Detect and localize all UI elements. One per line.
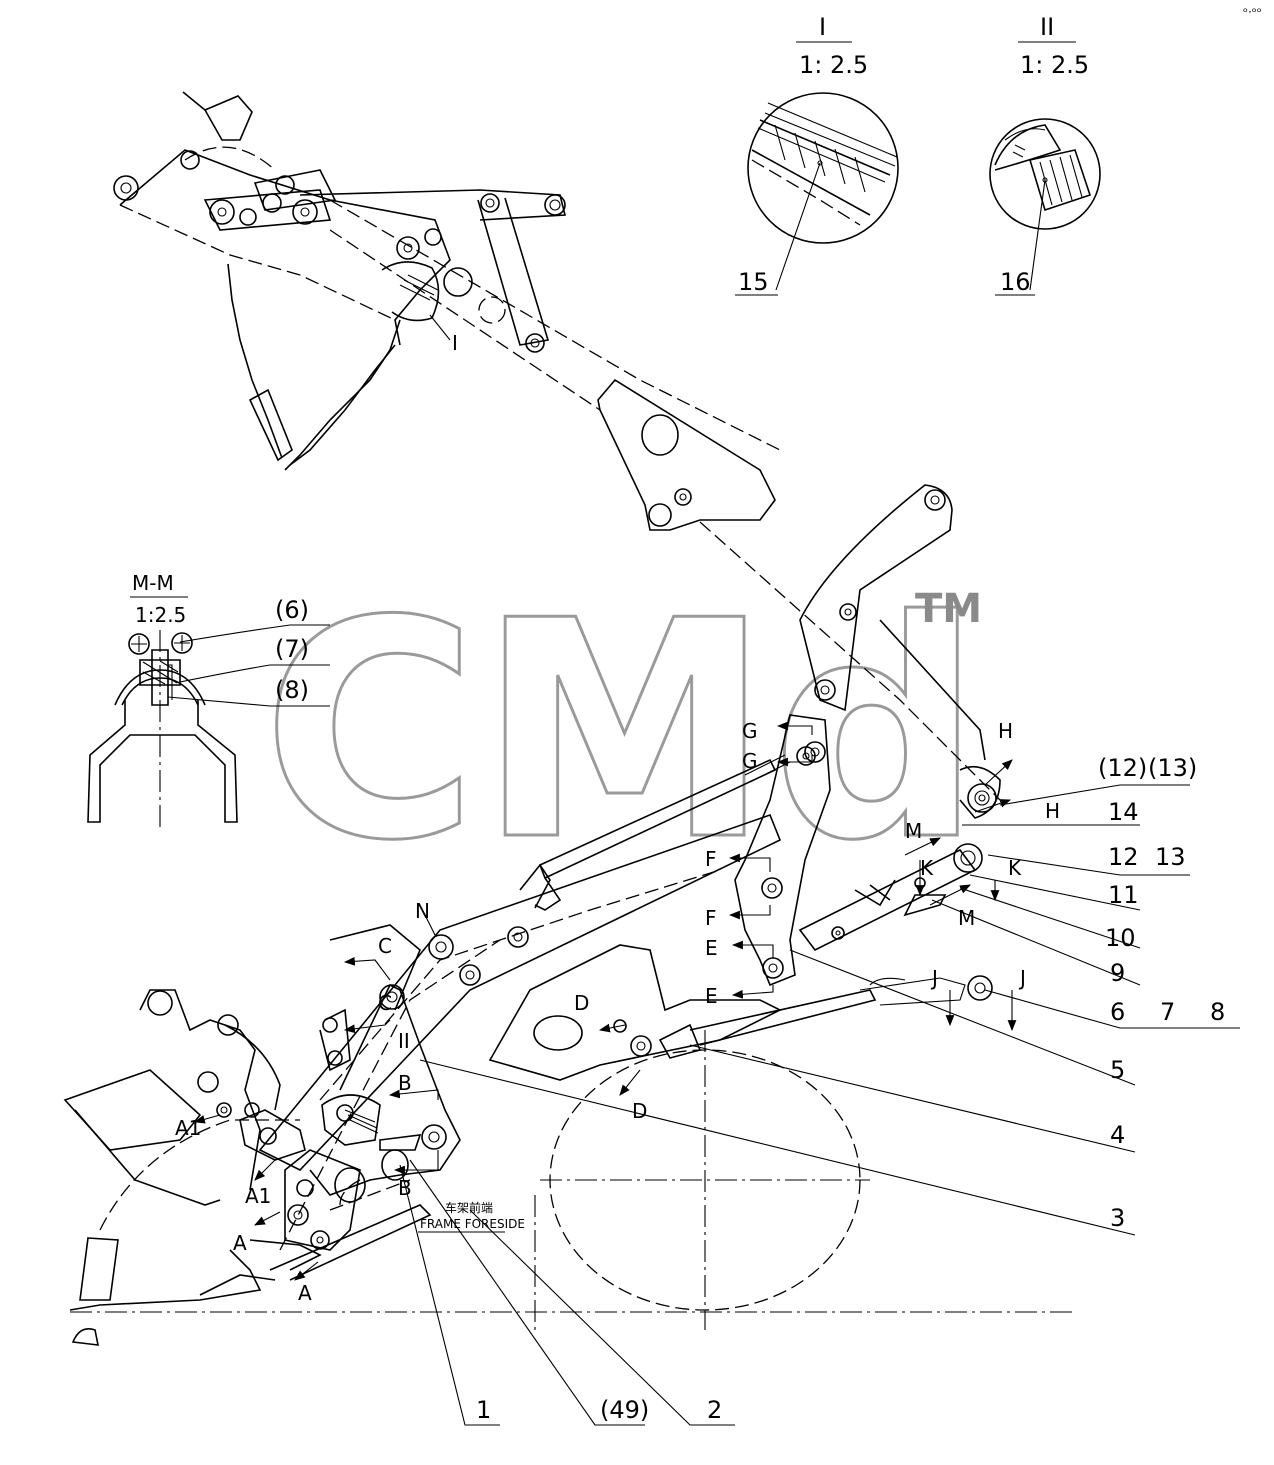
dir-G-1: G <box>742 719 758 743</box>
callout-1: 1 <box>476 1396 491 1424</box>
dir-M-1: M <box>905 819 922 843</box>
detail-I-id: I <box>819 13 826 41</box>
dir-K-2: K <box>1008 856 1022 880</box>
section-view-MM: M-M 1:2.5 (6) (7) (8) <box>87 571 330 830</box>
dir-E-2: E <box>705 984 718 1008</box>
callout-3: 3 <box>1110 1204 1125 1232</box>
upper-pedal-assembly: I <box>113 91 1001 801</box>
dir-A-1: A <box>233 1231 247 1255</box>
lower-frame-assembly <box>63 813 1075 1346</box>
dir-M-2: M <box>958 906 975 930</box>
callout-9: 9 <box>1110 959 1125 987</box>
frame-label-cn: 车架前端 <box>445 1200 493 1215</box>
frame-label-en: FRAME FORESIDE <box>420 1217 525 1231</box>
callouts: (12) (13) 14 12 13 11 10 9 6 7 8 5 4 3 1 <box>399 754 1240 1426</box>
callout-10: 10 <box>1105 924 1136 952</box>
detail-view-I: I 1: 2.5 15 <box>735 13 899 296</box>
callout-7: 7 <box>1160 998 1175 1026</box>
section-MM-scale: 1:2.5 <box>135 603 186 627</box>
section-MM-item-8: (8) <box>275 676 309 704</box>
dir-K-1: K <box>920 856 934 880</box>
detail-view-II: II 1: 2.5 16 <box>989 13 1101 296</box>
detail-ref-II-lower: II <box>398 1029 410 1053</box>
callout-49: (49) <box>600 1396 649 1424</box>
callout-5: 5 <box>1110 1056 1125 1084</box>
dir-A1-2: A1 <box>245 1184 271 1208</box>
watermark: CMd TM <box>261 556 984 908</box>
middle-lever <box>734 484 1001 987</box>
watermark-text: CMd <box>262 557 982 906</box>
watermark-tm: TM <box>915 586 982 632</box>
detail-II-id: II <box>1040 13 1054 41</box>
callout-13: 13 <box>1155 843 1186 871</box>
dir-H-2: H <box>1045 799 1060 823</box>
section-MM-id: M-M <box>132 571 174 595</box>
dir-A-2: A <box>298 1281 312 1305</box>
detail-II-scale: 1: 2.5 <box>1020 51 1089 79</box>
dir-A1-1: A1 <box>175 1116 201 1140</box>
detail-I-scale: 1: 2.5 <box>799 51 868 79</box>
corner-mark: ᵒ·ᵒᵒ <box>1243 5 1262 19</box>
view-direction-markers: G G H H F F E E M M K K J J D <box>175 719 1060 1305</box>
callout-11: 11 <box>1108 881 1139 909</box>
frame-foreside-note: 车架前端 FRAME FORESIDE <box>418 1200 525 1233</box>
dir-H-1: H <box>998 719 1013 743</box>
callout-p12: (12) <box>1098 754 1147 782</box>
dir-B-1: B <box>398 1071 412 1095</box>
callout-12: 12 <box>1108 843 1139 871</box>
detail-ref-I-upper: I <box>452 331 458 355</box>
callout-p13: (13) <box>1148 754 1197 782</box>
cylinders <box>519 746 993 1059</box>
callout-2: 2 <box>707 1396 722 1424</box>
callout-6: 6 <box>1110 998 1125 1026</box>
dir-C-1: C <box>378 934 392 958</box>
detail-II-item: 16 <box>1000 268 1031 296</box>
dir-D-1: D <box>574 991 589 1015</box>
section-MM-item-7: (7) <box>275 635 309 663</box>
callout-4: 4 <box>1110 1121 1125 1149</box>
callout-8: 8 <box>1210 998 1225 1026</box>
dir-D-2: D <box>632 1099 647 1123</box>
dir-C-2: C <box>378 991 392 1015</box>
dir-N: N <box>415 899 430 923</box>
dir-J-2: J <box>1018 966 1026 990</box>
dir-J-1: J <box>930 966 938 990</box>
dir-G-2: G <box>742 749 758 773</box>
section-MM-item-6: (6) <box>275 596 309 624</box>
dir-E-1: E <box>705 936 718 960</box>
dir-F-2: F <box>705 906 717 930</box>
dir-B-2: B <box>398 1176 412 1200</box>
dir-F-1: F <box>705 847 717 871</box>
detail-I-item: 15 <box>738 268 769 296</box>
callout-14: 14 <box>1108 798 1139 826</box>
